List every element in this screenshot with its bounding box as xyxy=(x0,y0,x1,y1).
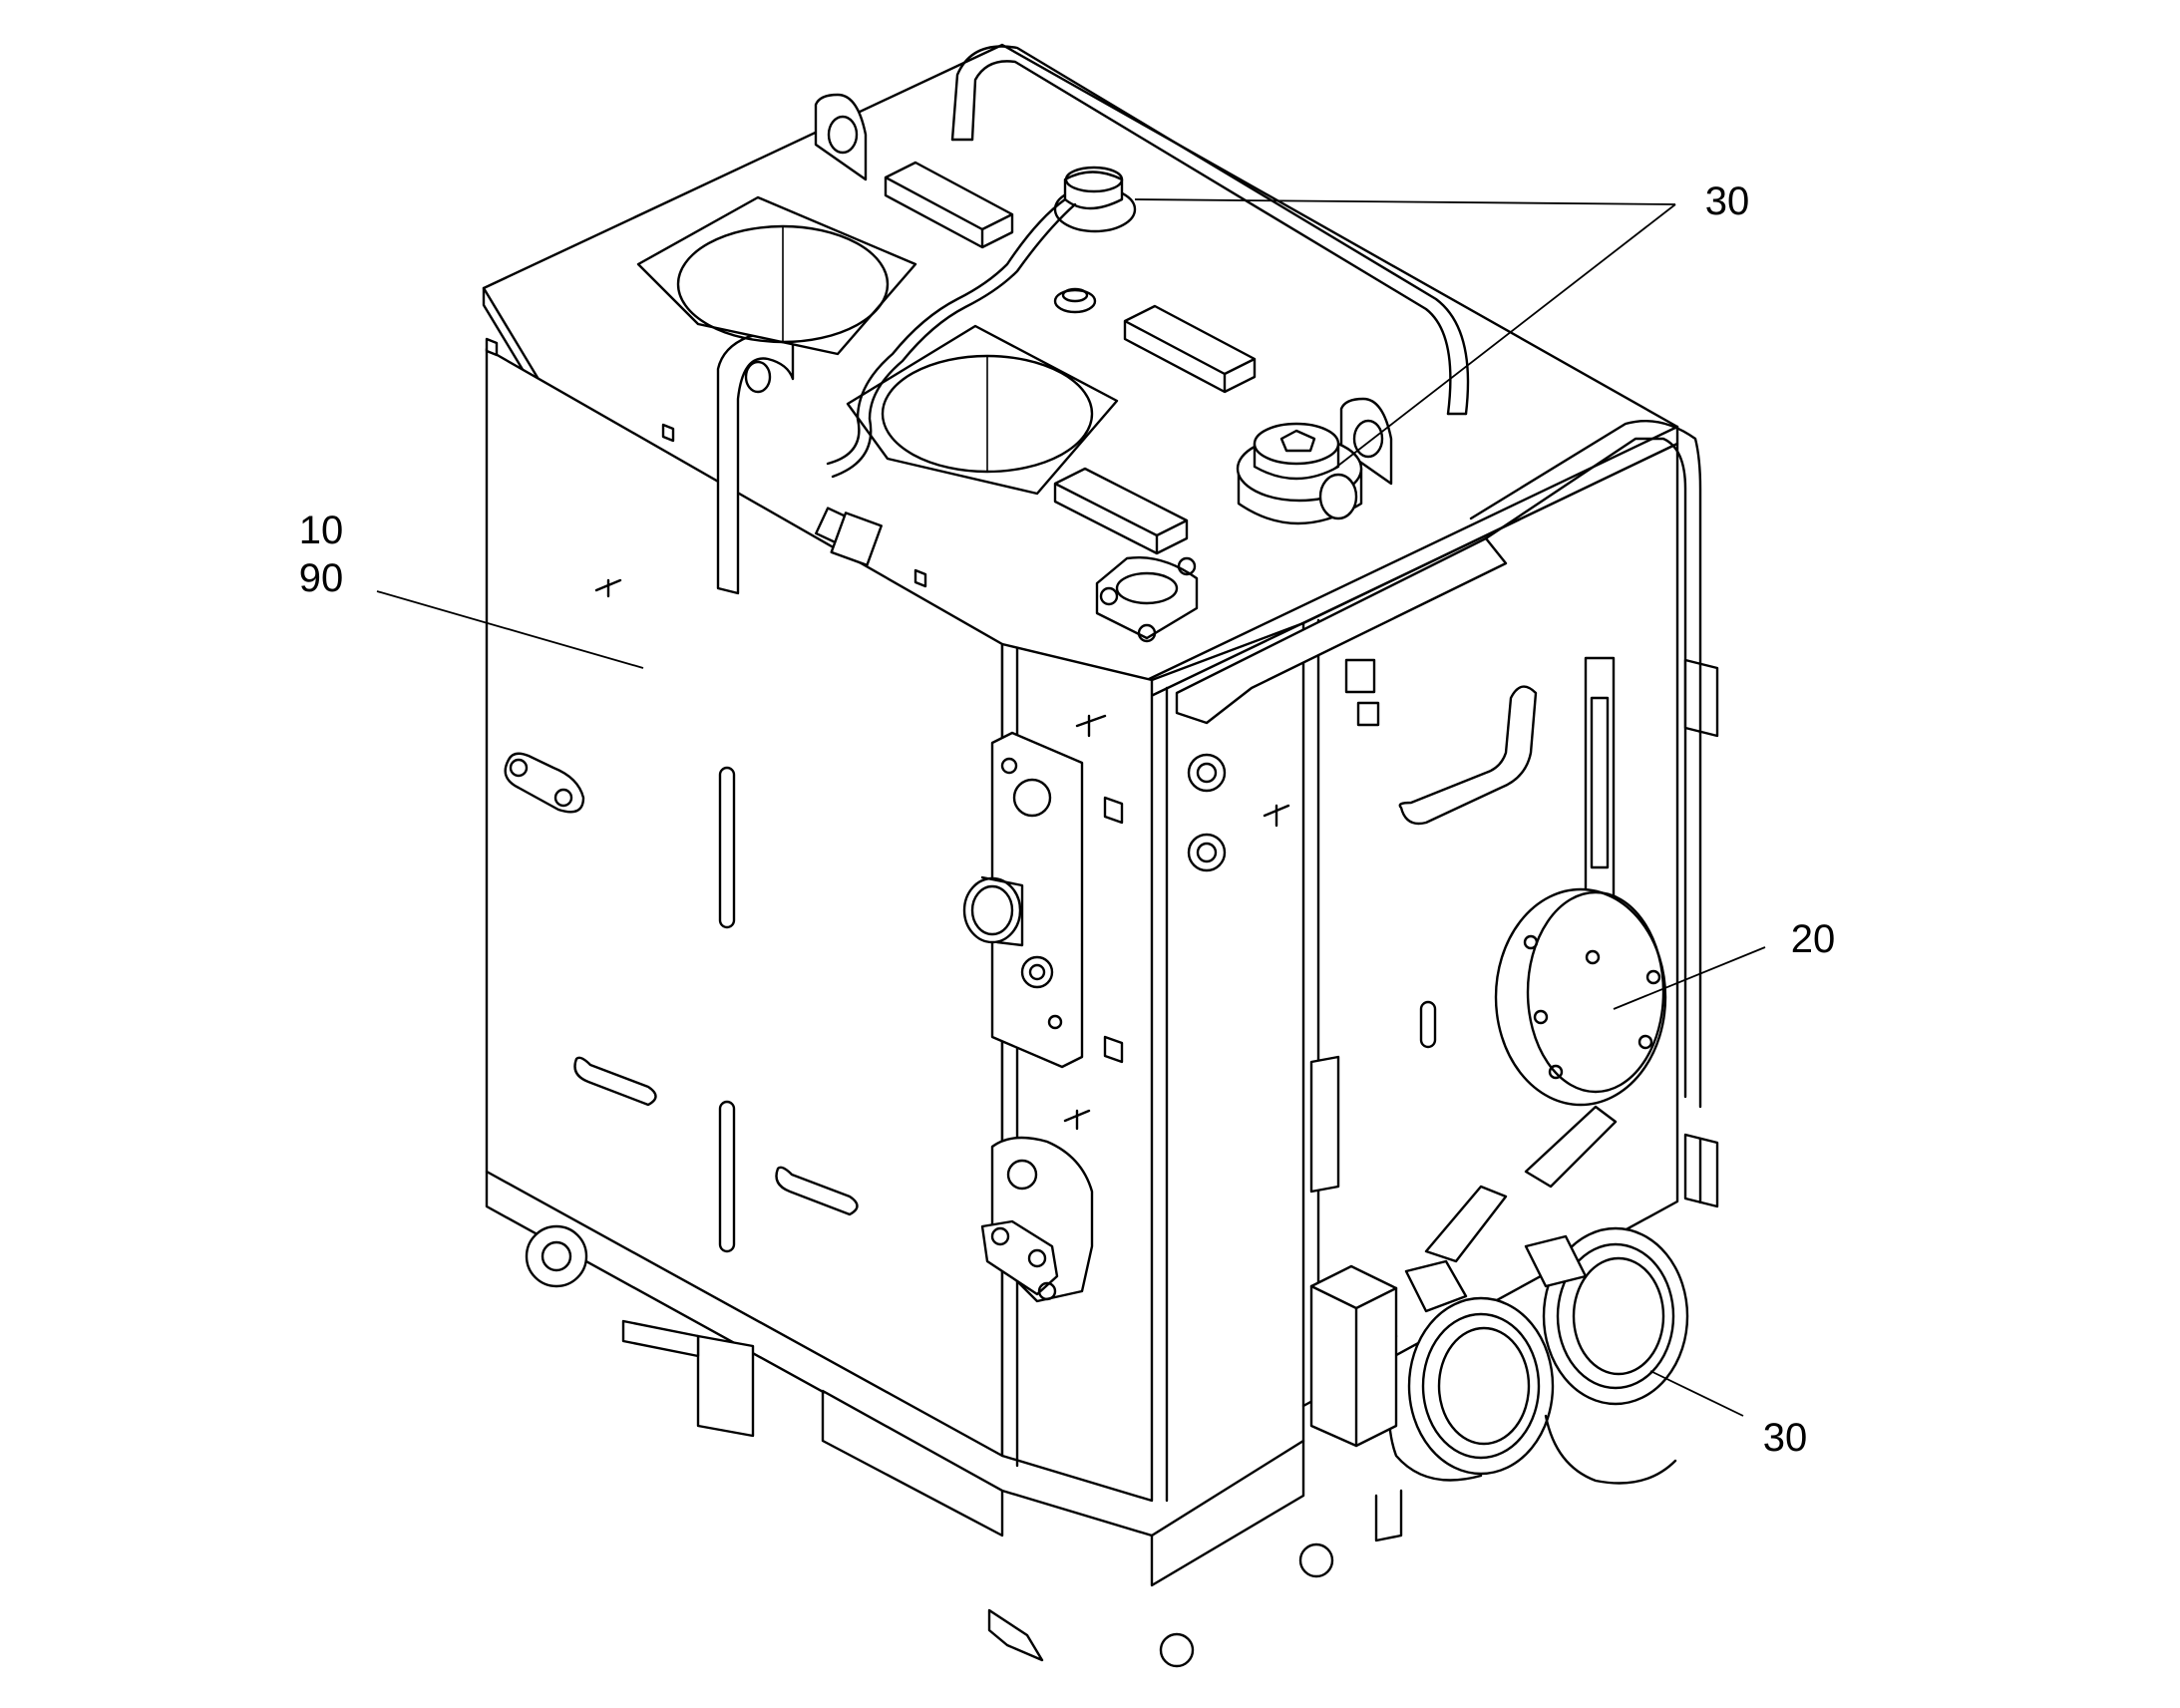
top-block-1 xyxy=(884,161,1014,249)
callout-label-30-bottom: 30 xyxy=(1763,1416,1808,1460)
level-gauge xyxy=(1584,656,1616,904)
lifting-handle xyxy=(950,45,1470,416)
callout-label-20: 20 xyxy=(1791,917,1836,961)
callout-30-bottom: 30 xyxy=(1649,1370,1808,1460)
callout-label-90: 90 xyxy=(299,556,344,600)
valve-block-top xyxy=(1095,556,1199,643)
edge-bracket xyxy=(1175,420,1702,1109)
leader-line-30-bottom xyxy=(1649,1370,1744,1417)
leader-line-30-top-a xyxy=(1134,198,1676,205)
pipe-fitting-middle xyxy=(962,875,1024,947)
top-opening-right xyxy=(846,324,1119,496)
callout-label-30-top: 30 xyxy=(1705,179,1750,223)
port-flange-left xyxy=(1387,1296,1555,1482)
inspection-cover xyxy=(1494,887,1667,1107)
side-clip-lower xyxy=(1683,1133,1719,1208)
base-components xyxy=(525,1224,1403,1668)
lifting-eye-front xyxy=(716,333,795,595)
callout-30-top: 30 xyxy=(1134,179,1750,470)
sensor-top xyxy=(815,166,1137,567)
leader-line-20 xyxy=(1613,946,1766,1010)
leader-line-30-top-b xyxy=(1333,203,1676,470)
left-panel-slots xyxy=(504,752,859,1253)
lifting-eye-left xyxy=(814,93,868,181)
side-clip-upper xyxy=(1683,658,1719,738)
side-grip xyxy=(1398,685,1538,826)
callout-label-10: 10 xyxy=(299,509,344,552)
lower-flange-middle xyxy=(980,1136,1094,1303)
port-clamps xyxy=(1404,1105,1618,1313)
bolt-set-left xyxy=(485,337,927,598)
top-plug xyxy=(1053,287,1097,314)
nuts-right-panel xyxy=(1187,658,1380,872)
top-opening-left xyxy=(636,195,917,356)
callout-90: 90 xyxy=(299,556,644,669)
breather-cap xyxy=(1236,422,1363,525)
callout-20: 20 xyxy=(1613,917,1836,1010)
top-block-3 xyxy=(1053,467,1189,555)
nuts-middle-panel xyxy=(1063,714,1124,1131)
callout-10: 10 xyxy=(299,509,344,552)
small-slot-right xyxy=(1309,1000,1437,1194)
junction-box xyxy=(1309,1264,1398,1448)
lifting-eye-right xyxy=(1339,397,1393,486)
tank-housing xyxy=(482,43,1679,1587)
mounting-plate-middle xyxy=(990,731,1084,1069)
top-block-2 xyxy=(1123,304,1257,394)
leader-line-10-90 xyxy=(376,590,644,669)
